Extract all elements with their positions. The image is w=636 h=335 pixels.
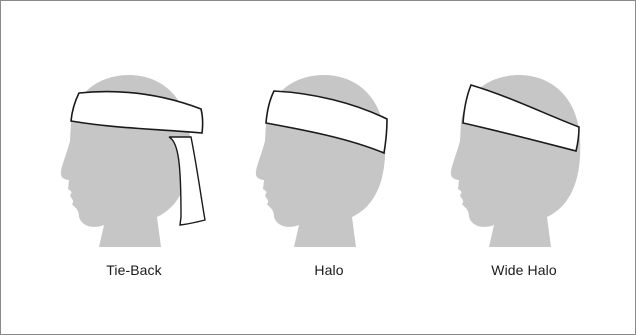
halo-caption: Halo: [244, 262, 414, 278]
tie-back-illustration: [49, 67, 219, 247]
tie-back-caption: Tie-Back: [49, 262, 219, 278]
tie-back-head-figure: [49, 67, 219, 247]
wide-halo-caption: Wide Halo: [439, 262, 609, 278]
wide-halo-head-figure: [439, 67, 609, 247]
halo-illustration: [244, 67, 414, 247]
halo-head-figure: [244, 67, 414, 247]
wide-halo-illustration: [439, 67, 609, 247]
